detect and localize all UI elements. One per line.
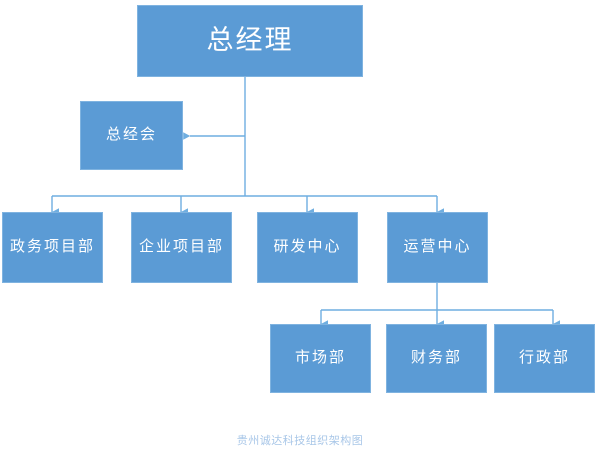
node-label: 政务项目部 [9, 238, 95, 256]
node-rnd-center[interactable]: 研发中心 [257, 212, 358, 283]
edge-group-ops [320, 283, 560, 328]
node-label: 总经会 [105, 126, 157, 144]
node-label: 总经理 [206, 25, 294, 56]
node-general-manager[interactable]: 总经理 [137, 5, 363, 77]
diagram-caption: 贵州诚达科技组织架构图 [236, 435, 364, 447]
node-enterprise-project-dept[interactable]: 企业项目部 [131, 212, 232, 283]
node-government-project-dept[interactable]: 政务项目部 [2, 212, 103, 283]
node-label: 财务部 [410, 349, 462, 367]
node-label: 企业项目部 [138, 238, 224, 256]
node-label: 市场部 [294, 349, 346, 367]
node-marketing-dept[interactable]: 市场部 [270, 324, 371, 393]
node-label: 运营中心 [403, 238, 472, 256]
node-finance-dept[interactable]: 财务部 [386, 324, 487, 393]
node-general-manager-board[interactable]: 总经会 [80, 101, 183, 170]
node-administration-dept[interactable]: 行政部 [494, 324, 595, 393]
node-operations-center[interactable]: 运营中心 [387, 212, 488, 283]
node-label: 研发中心 [273, 238, 342, 256]
node-label: 行政部 [518, 349, 570, 367]
